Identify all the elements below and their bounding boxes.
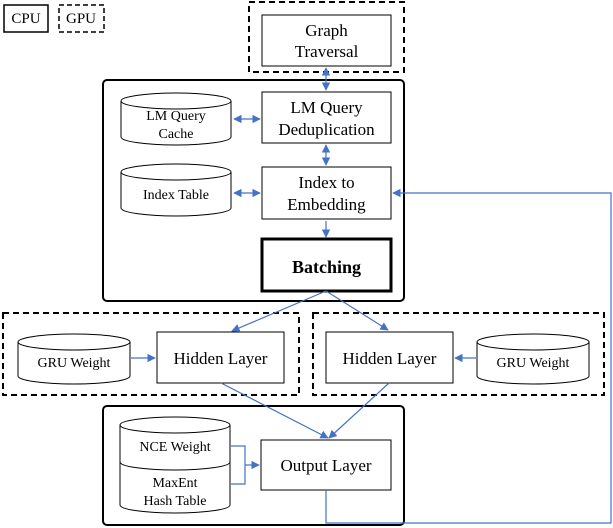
hidden-layer-left-label: Hidden Layer xyxy=(174,349,268,368)
legend-gpu-label: GPU xyxy=(66,11,96,27)
arrow-hidden-right-output xyxy=(328,382,390,439)
arrow-batching-hidden-left xyxy=(231,290,327,332)
graph-traversal-line2: Traversal xyxy=(295,42,359,61)
gru-weight-right-label: GRU Weight xyxy=(497,356,570,371)
graph-traversal-node: Graph Traversal xyxy=(261,14,392,67)
nce-weight-label: NCE Weight xyxy=(139,440,210,455)
graph-traversal-line1: Graph xyxy=(305,21,348,40)
cpu-group-preprocessing xyxy=(102,79,405,302)
gpu-group-left xyxy=(2,312,300,396)
lm-query-cache-cylinder: LM Query Cache xyxy=(120,92,232,146)
index-table-cylinder: Index Table xyxy=(120,163,232,217)
lm-query-cache-line1: LM Query xyxy=(146,109,206,124)
arrow-batching-hidden-right xyxy=(325,290,389,331)
maxent-line1: MaxEnt xyxy=(152,476,197,491)
lm-query-cache-line2: Cache xyxy=(159,127,194,142)
maxent-line2: Hash Table xyxy=(144,494,207,509)
legend-cpu-label: CPU xyxy=(11,11,40,27)
nce-maxent-cylinder: NCE Weight MaxEnt Hash Table xyxy=(119,416,231,514)
hidden-layer-right-node: Hidden Layer xyxy=(325,331,454,384)
batching-label: Batching xyxy=(292,257,361,277)
legend-cpu-box xyxy=(3,4,49,33)
arrow-weights-output xyxy=(231,445,246,485)
arrow-output-feedback xyxy=(325,188,612,524)
connectors xyxy=(131,67,612,524)
index-to-embedding-line1: Index to xyxy=(298,173,354,192)
index-table-label: Index Table xyxy=(143,188,209,203)
index-to-embedding-node: Index to Embedding xyxy=(261,166,392,220)
hidden-layer-right-label: Hidden Layer xyxy=(343,349,437,368)
legend: CPU GPU xyxy=(3,4,105,33)
lm-query-dedup-line1: LM Query xyxy=(290,98,363,117)
gru-weight-left-cylinder: GRU Weight xyxy=(17,333,131,385)
gru-weight-right-cylinder: GRU Weight xyxy=(476,333,590,385)
arrow-hidden-left-output xyxy=(220,382,329,439)
lm-query-dedup-node: LM Query Deduplication xyxy=(261,91,392,144)
cpu-group-output xyxy=(102,405,405,526)
gpu-group-right xyxy=(312,312,605,396)
index-to-embedding-line2: Embedding xyxy=(287,195,366,214)
hidden-layer-left-node: Hidden Layer xyxy=(156,331,285,384)
lm-query-dedup-line2: Deduplication xyxy=(278,120,375,139)
gru-weight-left-label: GRU Weight xyxy=(38,356,111,371)
output-layer-node: Output Layer xyxy=(260,439,392,491)
batching-node: Batching xyxy=(260,237,393,293)
output-layer-label: Output Layer xyxy=(280,456,371,475)
legend-gpu-box xyxy=(58,4,105,33)
